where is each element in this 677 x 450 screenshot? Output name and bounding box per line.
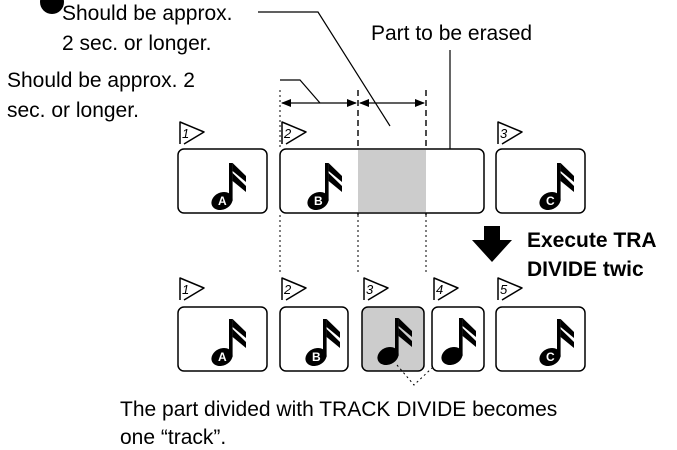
- svg-text:1: 1: [182, 126, 189, 141]
- svg-text:B: B: [314, 194, 323, 208]
- bottom-flag-5: 5: [497, 277, 523, 301]
- caption-line-1: The part divided with TRACK DIVIDE becom…: [120, 398, 557, 421]
- top-flag-2: 2: [281, 121, 307, 145]
- erased-part: [358, 150, 426, 212]
- left-note-line-1: Should be approx. 2: [7, 69, 195, 92]
- left-note-leader-line: [280, 79, 321, 104]
- svg-text:C: C: [546, 350, 555, 364]
- note-leader-line: [258, 11, 391, 127]
- bottom-note-5: C: [536, 319, 574, 370]
- bottom-flag-3: 3: [363, 277, 389, 301]
- svg-text:1: 1: [182, 282, 189, 297]
- top-flag-1: 1: [179, 121, 205, 145]
- erase-label: Part to be erased: [371, 22, 532, 45]
- divided-part-bracket: [396, 364, 433, 386]
- down-arrow-icon: [472, 226, 512, 262]
- left-note-line-2: sec. or longer.: [7, 99, 139, 122]
- bottom-track-1-box: [177, 306, 268, 372]
- svg-text:B: B: [312, 350, 321, 364]
- execute-line-1: Execute TRA: [527, 229, 657, 252]
- svg-text:2: 2: [283, 282, 292, 297]
- execute-line-2: DIVIDE twic: [527, 258, 644, 281]
- note-line-1: Should be approx.: [62, 2, 232, 25]
- step-bullet: [40, 0, 64, 14]
- caption-line-2: one “track”.: [120, 426, 226, 449]
- bottom-note-1: A: [208, 319, 246, 370]
- top-note-3: C: [536, 163, 574, 214]
- svg-text:3: 3: [500, 126, 508, 141]
- bottom-flag-1: 1: [179, 277, 205, 301]
- svg-text:4: 4: [436, 282, 443, 297]
- top-note-2: B: [304, 163, 342, 214]
- svg-text:5: 5: [500, 282, 508, 297]
- svg-text:A: A: [218, 194, 227, 208]
- svg-text:2: 2: [283, 126, 292, 141]
- bottom-track-3-box: [361, 306, 425, 372]
- top-track-3-box: [495, 148, 586, 214]
- top-track-1-box: [177, 148, 268, 214]
- note-line-2: 2 sec. or longer.: [62, 32, 211, 55]
- svg-text:3: 3: [366, 282, 374, 297]
- bottom-flag-2: 2: [281, 277, 307, 301]
- top-note-1: A: [208, 163, 246, 214]
- svg-text:C: C: [546, 194, 555, 208]
- top-flag-3: 3: [497, 121, 523, 145]
- svg-text:A: A: [218, 350, 227, 364]
- bottom-track-2-box: [279, 306, 349, 372]
- bottom-flag-4: 4: [433, 277, 459, 301]
- bottom-note-2: B: [302, 319, 340, 370]
